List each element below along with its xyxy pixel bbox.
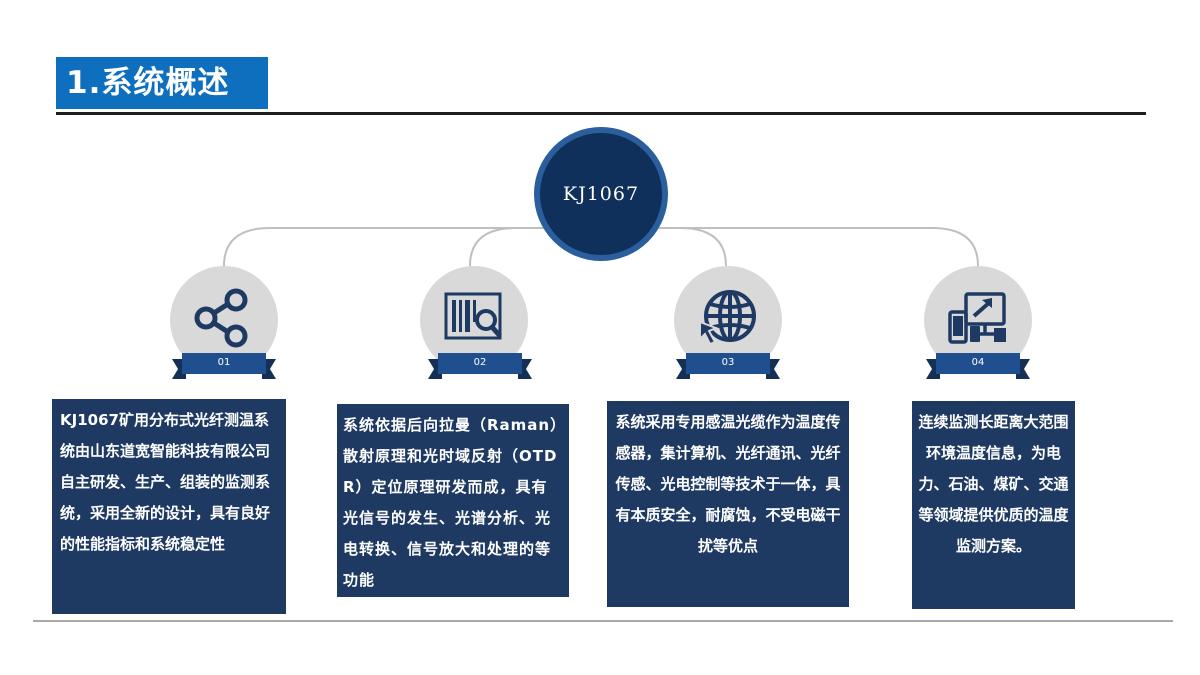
description-box-3: 系统采用专用感温光缆作为温度传感器，集计算机、光纤通讯、光纤传感、光电控制等技术…	[607, 401, 849, 607]
description-box-4: 连续监测长距离大范围环境温度信息，为电力、石油、煤矿、交通等领域提供优质的温度监…	[912, 401, 1075, 609]
node-number-4: 04	[971, 357, 985, 368]
node-number-2: 02	[473, 357, 487, 368]
title-divider	[56, 112, 1146, 115]
devices-icon	[948, 292, 1006, 344]
ribbon-3: 03	[676, 353, 780, 379]
node-number-1: 01	[217, 357, 231, 368]
page-title: 1.系统概述	[56, 57, 268, 109]
hub-label: KJ1067	[540, 133, 662, 255]
globe-cursor-icon	[699, 290, 756, 346]
share-icon	[194, 288, 248, 348]
description-box-2: 系统依据后向拉曼（Raman）散射原理和光时域反射（OTDR）定位原理研发而成，…	[337, 404, 569, 597]
ribbon-4: 04	[926, 353, 1030, 379]
hub-circle: KJ1067	[534, 127, 668, 261]
description-box-1: KJ1067矿用分布式光纤测温系统由山东道宽智能科技有限公司自主研发、生产、组装…	[52, 399, 286, 614]
ribbon-1: 01	[172, 353, 276, 379]
node-number-3: 03	[721, 357, 735, 368]
barcode-search-icon	[444, 292, 502, 340]
bottom-divider	[33, 620, 1173, 622]
ribbon-2: 02	[428, 353, 532, 379]
